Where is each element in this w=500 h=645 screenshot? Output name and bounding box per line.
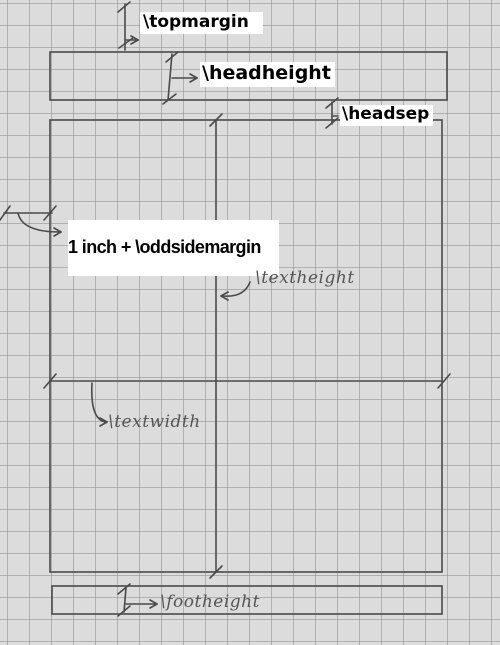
textheight-arrow — [221, 281, 251, 298]
footheight-label: \footheight — [160, 592, 260, 612]
headheight-marker — [167, 53, 173, 101]
oddsidemargin-label: 1 inch + \oddsidemargin — [68, 220, 261, 276]
textheight-label: \textheight — [255, 268, 355, 288]
footer-box — [51, 585, 443, 615]
oddsidemargin-label-box: 1 inch + \oddsidemargin — [68, 220, 279, 276]
header-box — [49, 51, 448, 101]
topmargin-label: \topmargin — [140, 12, 263, 34]
footheight-marker — [123, 587, 127, 613]
textwidth-arrow — [90, 382, 107, 423]
body-box — [49, 119, 443, 573]
headsep-label: \headsep — [340, 105, 434, 126]
headheight-label: \headheight — [200, 62, 335, 87]
textwidth-label: \textwidth — [108, 412, 201, 432]
